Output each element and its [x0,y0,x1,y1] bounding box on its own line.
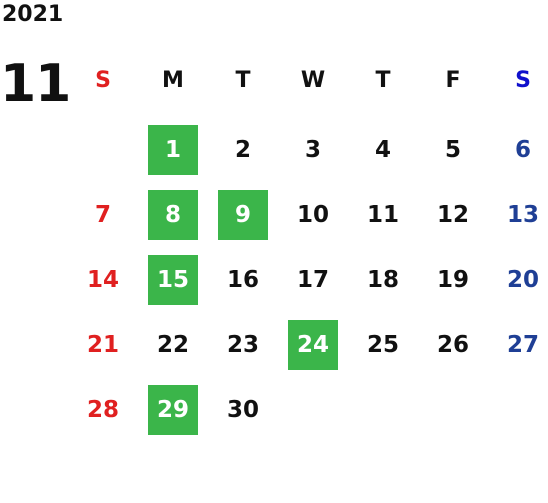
weekday-header: S [515,67,531,93]
day-cell[interactable]: 16 [226,267,259,293]
weekday-header: T [375,67,391,93]
day-cell[interactable]: 28 [86,397,119,423]
year-label: 2021 [2,2,64,27]
day-cell[interactable]: 7 [94,202,111,228]
weekday-header: T [235,67,251,93]
day-cell[interactable]: 23 [226,332,259,358]
month-number: 11 [0,54,71,114]
day-cell[interactable]: 14 [86,267,119,293]
day-cell[interactable]: 22 [156,332,189,358]
weekday-header: M [162,67,184,93]
day-cell[interactable]: 21 [86,332,119,358]
day-cell[interactable]: 9 [218,190,268,240]
weekday-header: S [95,67,111,93]
day-cell[interactable]: 3 [304,137,321,163]
day-cell[interactable]: 30 [226,397,259,423]
day-cell[interactable]: 20 [506,267,539,293]
day-cell[interactable]: 25 [366,332,399,358]
day-cell[interactable]: 17 [296,267,329,293]
day-cell[interactable]: 2 [234,137,251,163]
day-cell[interactable]: 8 [148,190,198,240]
day-cell[interactable]: 11 [366,202,399,228]
day-cell[interactable]: 29 [148,385,198,435]
weekday-header: F [445,67,461,93]
day-cell[interactable]: 26 [436,332,469,358]
day-cell[interactable]: 18 [366,267,399,293]
weekday-header: W [300,67,326,93]
day-cell[interactable]: 5 [444,137,461,163]
day-cell[interactable]: 15 [148,255,198,305]
day-cell[interactable]: 1 [148,125,198,175]
day-cell[interactable]: 19 [436,267,469,293]
day-cell[interactable]: 24 [288,320,338,370]
day-cell[interactable]: 6 [514,137,531,163]
day-cell[interactable]: 10 [296,202,329,228]
day-cell[interactable]: 13 [506,202,539,228]
day-cell[interactable]: 12 [436,202,469,228]
day-cell[interactable]: 27 [506,332,539,358]
day-cell[interactable]: 4 [374,137,391,163]
